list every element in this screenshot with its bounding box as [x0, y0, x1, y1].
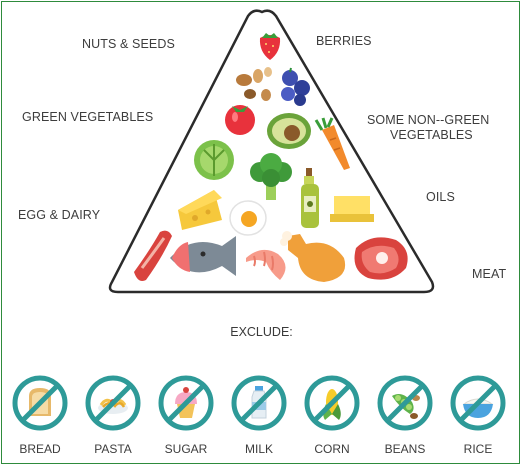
exclude-label-corn: CORN: [314, 442, 350, 456]
exclude-label-rice: RICE: [463, 442, 493, 456]
exclude-item-corn: CORN: [296, 374, 368, 456]
label-some-non-green-line1: SOME NON--GREEN: [367, 113, 490, 127]
chicken-leg-icon: [280, 231, 346, 282]
beans-icon: [377, 375, 433, 431]
shrimp-icon: [246, 249, 286, 280]
strawberry-icon: [259, 33, 281, 60]
exclude-item-bread: BREAD: [4, 374, 76, 456]
exclude-label-bread: BREAD: [19, 442, 61, 456]
pasta-icon: [85, 375, 141, 431]
label-nuts-seeds: NUTS & SEEDS: [82, 37, 175, 51]
tomato-icon: [225, 105, 255, 135]
blueberries-icon: [281, 67, 310, 106]
label-meat: MEAT: [472, 267, 507, 281]
cheese-icon: [178, 190, 222, 230]
label-green-vegetables: GREEN VEGETABLES: [22, 110, 154, 124]
olive-oil-icon: [301, 168, 319, 228]
rice-bowl-icon: [450, 375, 506, 431]
egg-icon: [229, 200, 267, 236]
cupcake-icon: [158, 375, 214, 431]
nuts-icon: [236, 67, 272, 101]
exclude-label-beans: BEANS: [384, 442, 426, 456]
exclude-item-beans: BEANS: [369, 374, 441, 456]
label-egg-dairy: EGG & DAIRY: [18, 208, 101, 222]
bread-icon: [12, 375, 68, 431]
exclude-item-milk: MILK: [223, 374, 295, 456]
label-oils: OILS: [426, 190, 455, 204]
steak-icon: [354, 237, 408, 280]
exclude-label-sugar: SUGAR: [164, 442, 208, 456]
bacon-icon: [134, 230, 172, 281]
fish-icon: [170, 236, 236, 276]
exclude-item-pasta: PASTA: [77, 374, 149, 456]
exclude-label-pasta: PASTA: [94, 442, 132, 456]
butter-icon: [330, 196, 374, 222]
lettuce-icon: [194, 140, 234, 180]
food-pyramid: [108, 9, 435, 294]
exclude-item-sugar: SUGAR: [150, 374, 222, 456]
avocado-icon: [267, 113, 311, 149]
label-berries: BERRIES: [316, 34, 372, 48]
exclude-item-rice: RICE: [442, 374, 514, 456]
broccoli-icon: [250, 153, 292, 200]
exclude-title: EXCLUDE:: [230, 325, 293, 339]
label-some-non-green-line2: VEGETABLES: [390, 128, 473, 142]
corn-icon: [304, 375, 360, 431]
exclude-label-milk: MILK: [244, 442, 273, 456]
carrot-icon: [314, 117, 350, 170]
milk-bottle-icon: [231, 375, 287, 431]
